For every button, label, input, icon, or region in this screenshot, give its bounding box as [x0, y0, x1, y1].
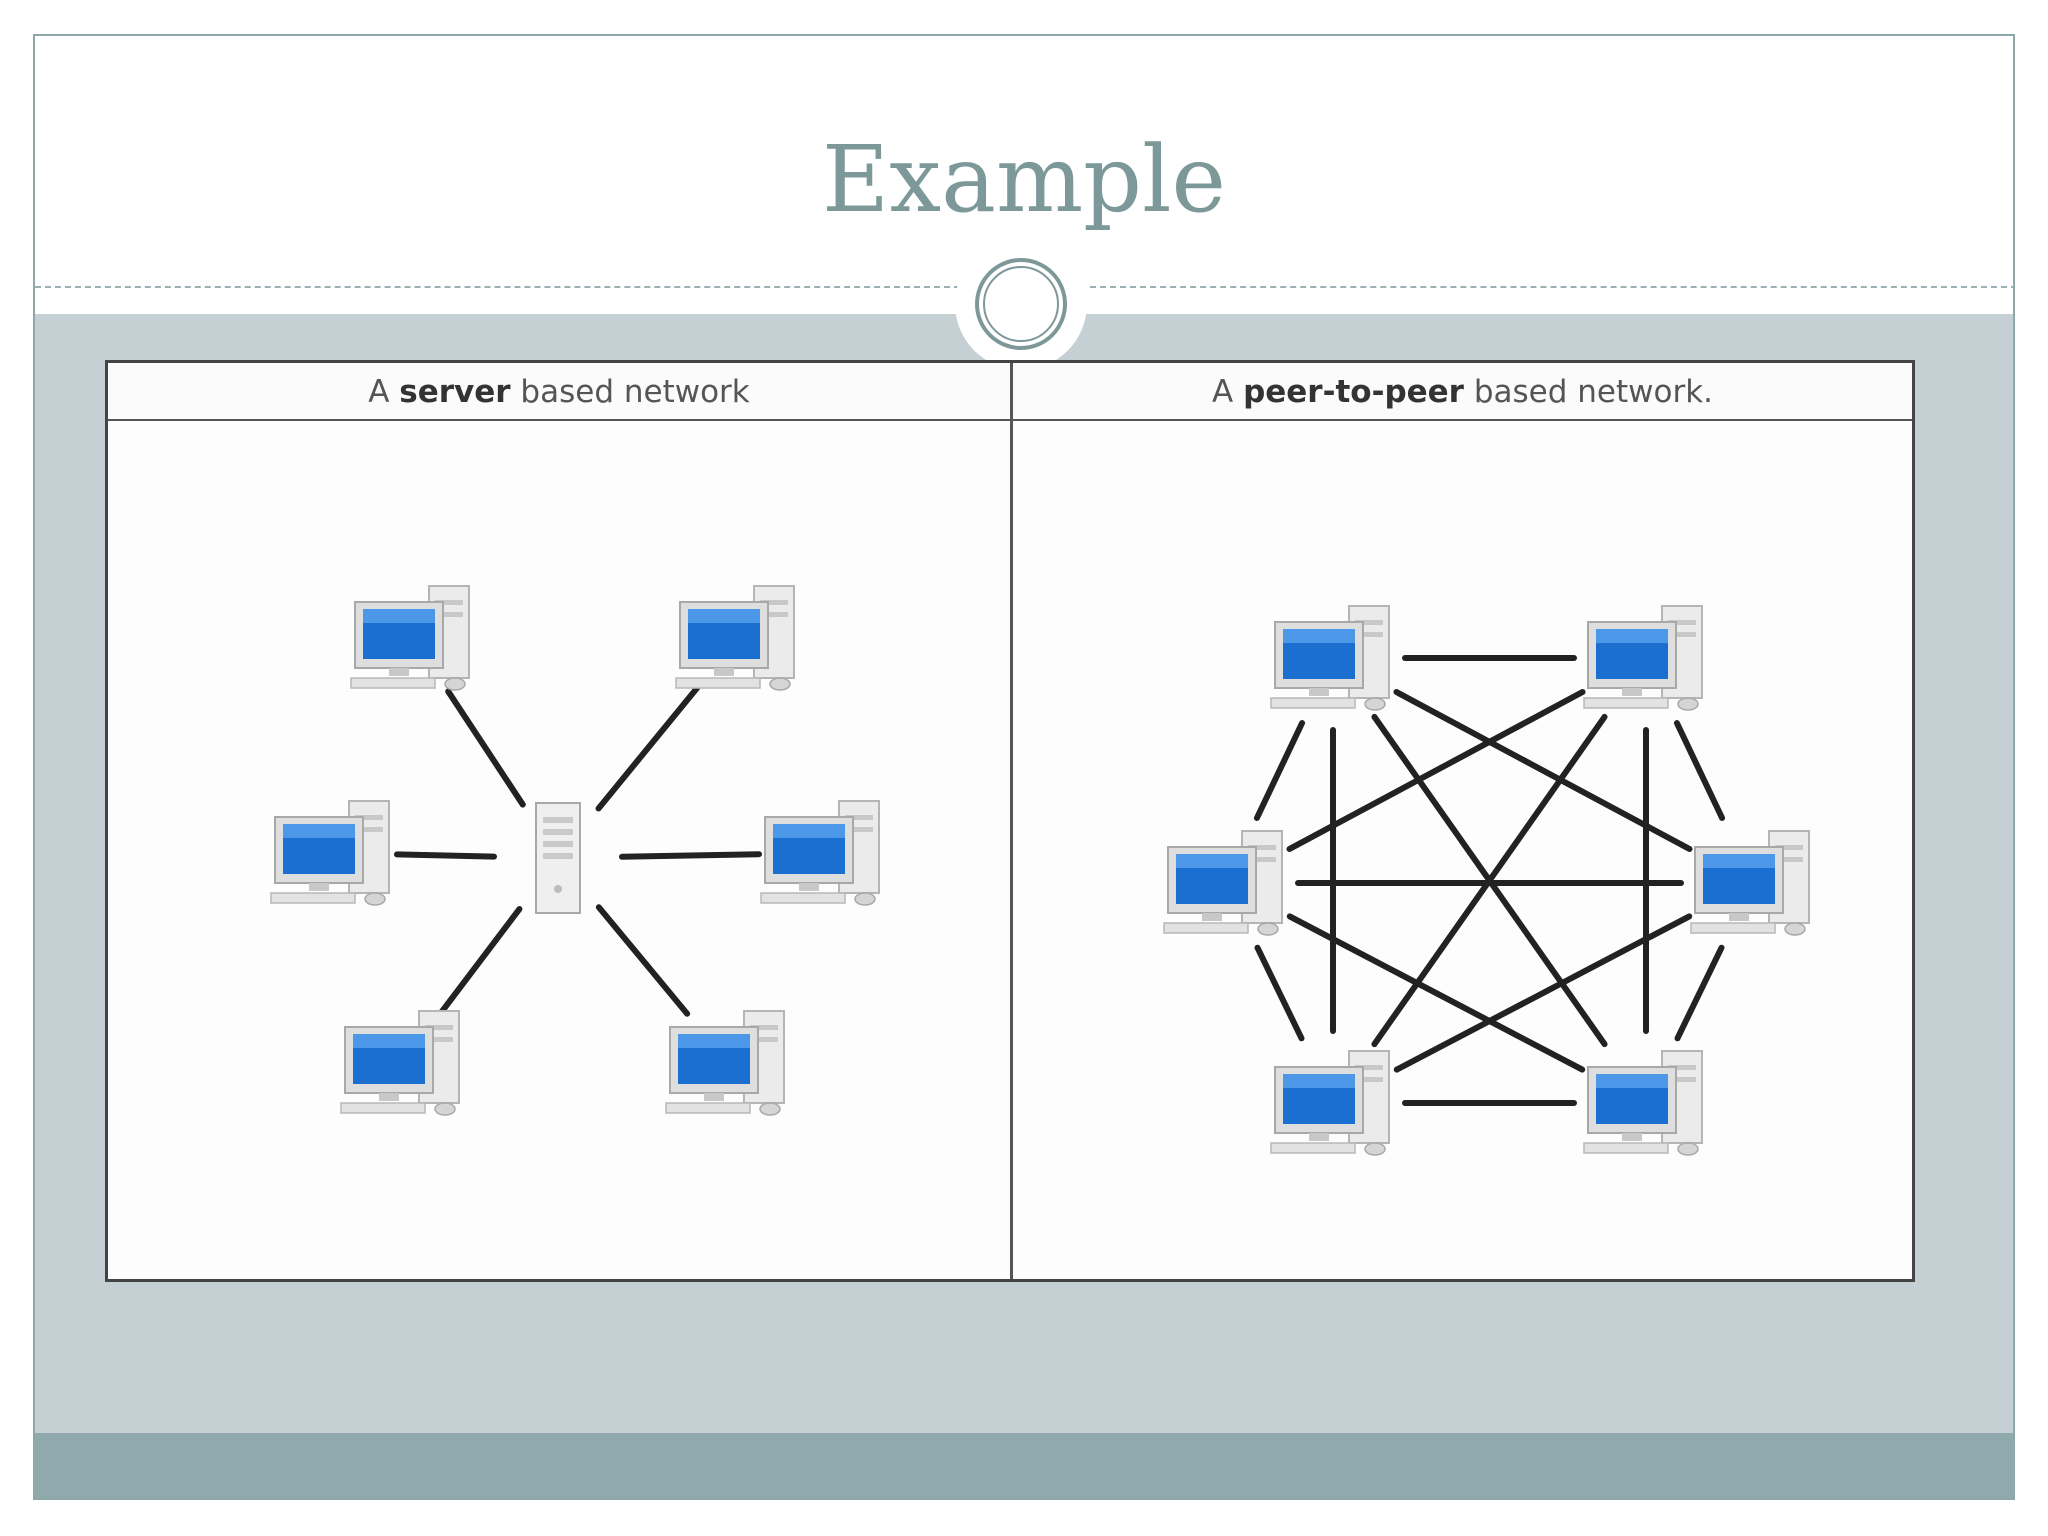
peer-link-3	[1393, 688, 1693, 853]
peer-link-12	[1286, 913, 1586, 1073]
left-caption-prefix: A	[368, 374, 400, 410]
pc-mid-left-computer-icon	[270, 800, 390, 906]
peer-link-14	[1674, 944, 1725, 1042]
footer-band	[35, 1433, 2013, 1498]
right-caption-suffix: based network.	[1463, 374, 1713, 410]
title-divider-right	[1090, 286, 2013, 288]
peer-top-left-computer-icon	[1270, 605, 1390, 711]
peer-link-13	[1393, 913, 1693, 1073]
server-link-1	[445, 688, 526, 808]
slide-title: Example	[822, 126, 1226, 233]
peer-bottom-right-computer-icon	[1583, 1050, 1703, 1156]
server-link-3	[393, 851, 498, 860]
server-link-2	[595, 684, 701, 812]
pc-bottom-left-computer-icon	[340, 1010, 460, 1116]
left-caption-suffix: based network	[510, 374, 750, 410]
peer-bottom-left-computer-icon	[1270, 1050, 1390, 1156]
network-graphics	[270, 585, 1810, 1156]
slide: Example A server based network A peer-to…	[33, 34, 2015, 1500]
pc-top-left-computer-icon	[350, 585, 470, 691]
peer-link-6	[1286, 688, 1586, 853]
pc-top-right-computer-icon	[675, 585, 795, 691]
server-link-6	[595, 904, 691, 1017]
pc-mid-right-computer-icon	[760, 800, 880, 906]
peer-top-right-computer-icon	[1583, 605, 1703, 711]
title-ornament-inner-ring	[983, 266, 1059, 342]
peer-link-7	[1673, 720, 1726, 821]
right-caption-bold: peer-to-peer	[1243, 374, 1464, 410]
server-server-icon	[535, 802, 581, 914]
peer-link-2	[1253, 720, 1306, 821]
server-link-4	[618, 851, 763, 860]
panel-divider	[1010, 363, 1013, 1279]
right-panel-caption: A peer-to-peer based network.	[1013, 363, 1912, 421]
left-caption-bold: server	[399, 374, 511, 410]
left-panel-caption: A server based network	[108, 363, 1010, 421]
peer-mid-left-computer-icon	[1163, 830, 1283, 936]
right-caption-prefix: A	[1212, 374, 1244, 410]
peer-link-11	[1254, 944, 1305, 1042]
pc-bottom-right-computer-icon	[665, 1010, 785, 1116]
server-link-5	[438, 906, 523, 1015]
peer-mid-right-computer-icon	[1690, 830, 1810, 936]
network-diagram: A server based network A peer-to-peer ba…	[105, 360, 1915, 1282]
title-divider-left	[35, 286, 960, 288]
